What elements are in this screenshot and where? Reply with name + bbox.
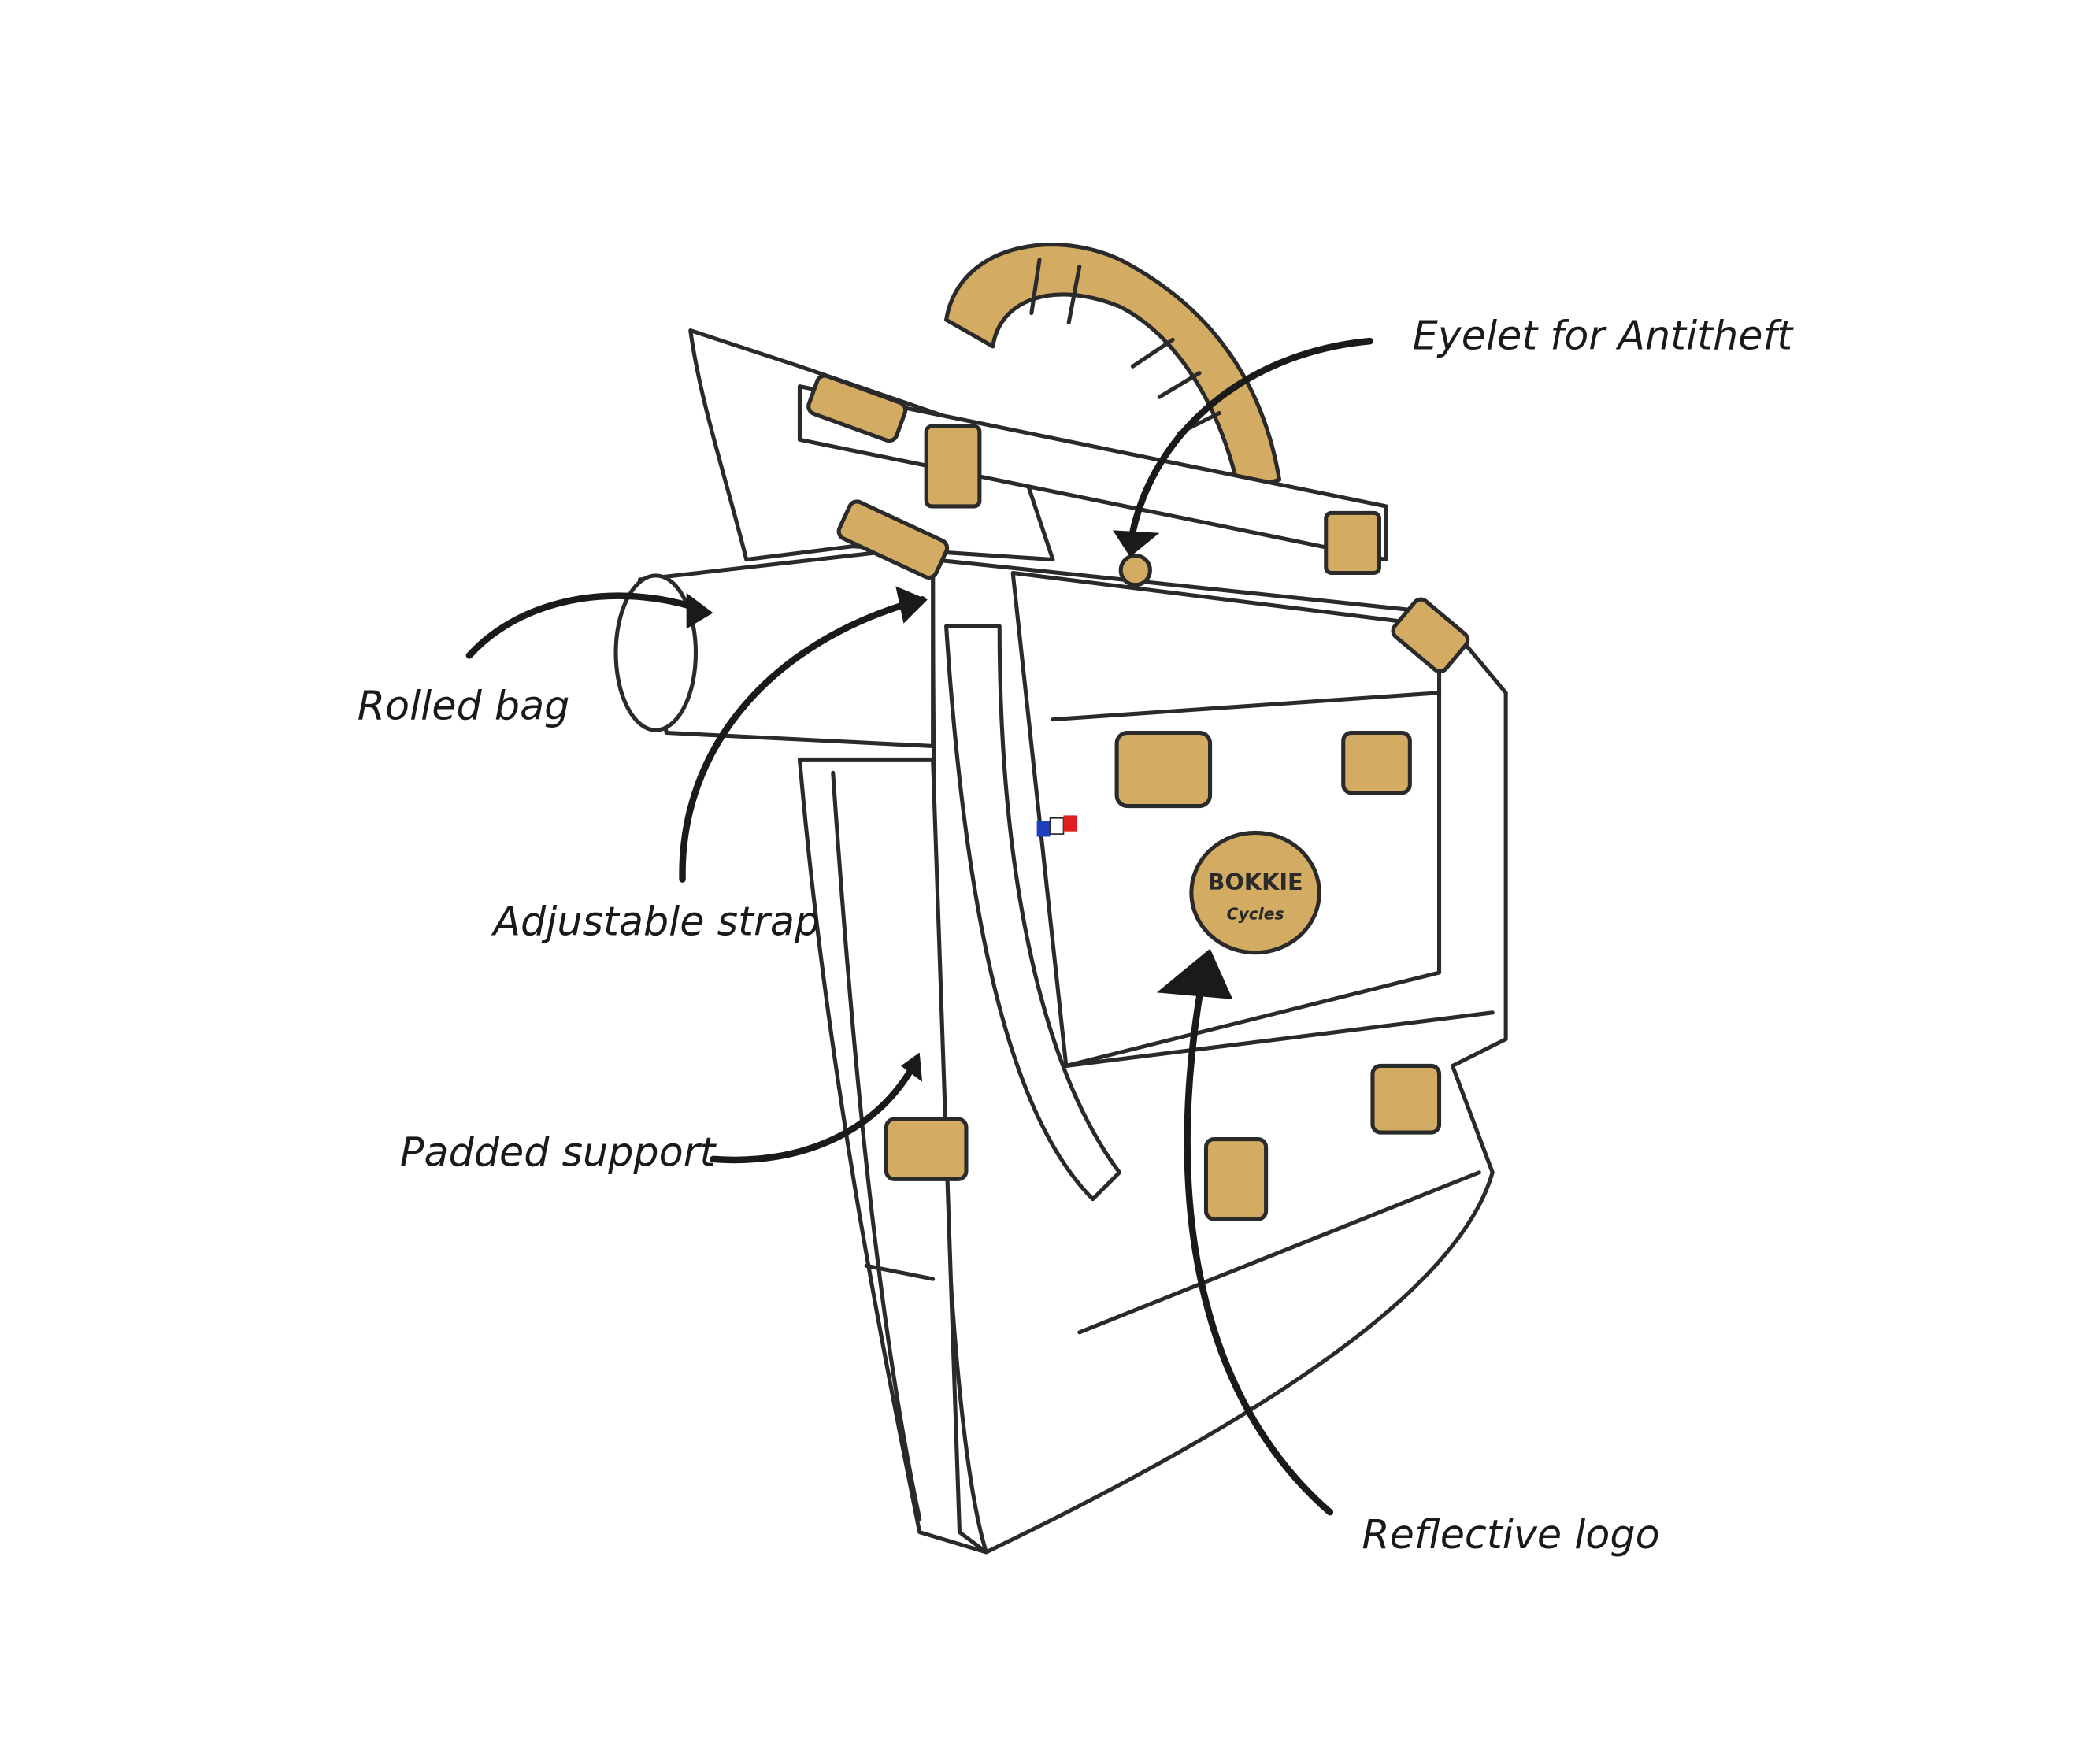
label-eyelet: Eyelet for Antitheft xyxy=(1413,312,1795,358)
buckle xyxy=(924,424,982,509)
arrow-padded-support xyxy=(710,1055,921,1164)
eyelet xyxy=(1118,553,1152,587)
arrow-adjustable-strap xyxy=(679,596,926,883)
buckle xyxy=(1370,1063,1442,1135)
buckle xyxy=(836,499,950,580)
logo-brand: BOKKIE xyxy=(1207,869,1303,895)
front-flap xyxy=(1010,570,1442,1069)
arrow-reflective-logo xyxy=(1184,955,1334,1516)
buckle xyxy=(1341,730,1412,795)
reflective-logo: BOKKIE Cycles xyxy=(1189,830,1321,955)
buckle xyxy=(1203,1136,1269,1221)
label-reflective-logo: Reflective logo xyxy=(1362,1511,1659,1558)
buckle xyxy=(1114,730,1213,809)
buckle xyxy=(1324,510,1381,576)
buckle xyxy=(806,373,908,443)
arrow-eyelet xyxy=(1126,337,1373,550)
logo-sub: Cycles xyxy=(1227,904,1284,923)
arrow-rolled-bag xyxy=(465,592,707,659)
label-adjustable-strap: Adjustable strap xyxy=(491,899,820,945)
buckle xyxy=(884,1117,969,1181)
label-padded-support: Padded support xyxy=(400,1128,717,1175)
buckle xyxy=(1391,597,1470,674)
roll-end xyxy=(613,573,699,732)
adjustable-strap xyxy=(944,624,1122,1202)
french-flag-icon xyxy=(1036,815,1077,837)
label-rolled-bag: Rolled bag xyxy=(358,683,570,729)
